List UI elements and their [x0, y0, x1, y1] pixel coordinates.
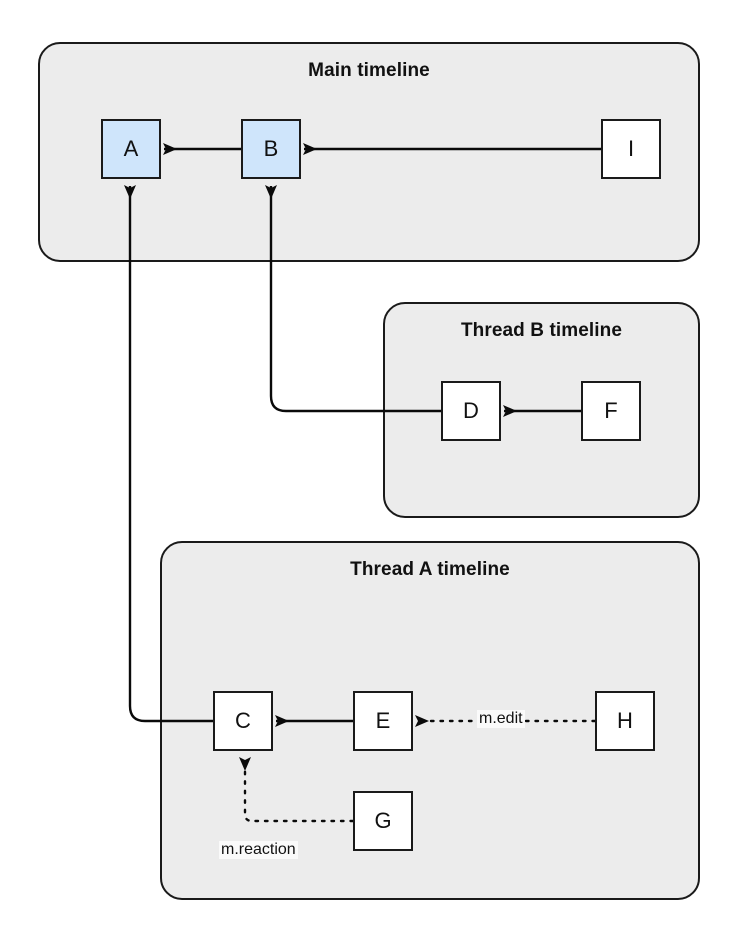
node-e[interactable]: E: [353, 691, 413, 751]
node-i[interactable]: I: [601, 119, 661, 179]
node-b[interactable]: B: [241, 119, 301, 179]
node-c[interactable]: C: [213, 691, 273, 751]
container-thread-b-timeline-title: Thread B timeline: [460, 320, 623, 341]
node-d[interactable]: D: [441, 381, 501, 441]
container-main-timeline-title: Main timeline: [308, 60, 430, 81]
edge-label-m-edit: m.edit: [477, 710, 525, 728]
node-h[interactable]: H: [595, 691, 655, 751]
edge-label-m-reaction: m.reaction: [219, 841, 298, 859]
node-a[interactable]: A: [101, 119, 161, 179]
node-g[interactable]: G: [353, 791, 413, 851]
node-f[interactable]: F: [581, 381, 641, 441]
container-thread-a-timeline-title: Thread A timeline: [350, 559, 510, 580]
edge-g-to-c: [239, 756, 355, 823]
edge-d-to-b: [265, 185, 441, 413]
edge-c-to-a: [124, 185, 213, 723]
